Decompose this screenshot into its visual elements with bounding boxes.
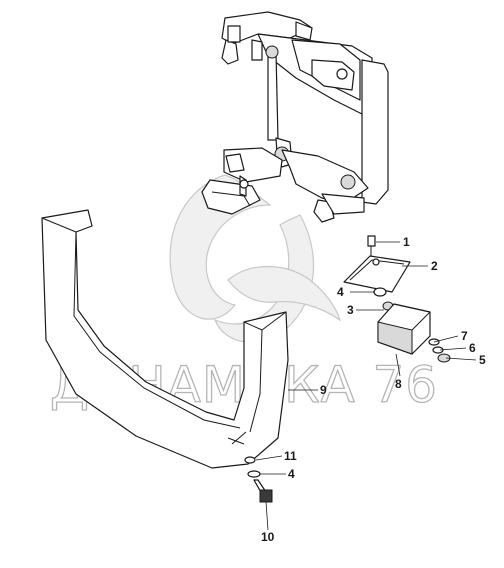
- callout-1: 1: [403, 235, 410, 249]
- callout-9: 9: [320, 383, 327, 397]
- part-rubber-block: [377, 303, 431, 355]
- callout-labels: 1 2 3 4 5 6 7 8 9 10 11 4: [261, 235, 486, 544]
- callout-7: 7: [461, 329, 468, 343]
- callout-4-lower: 4: [288, 467, 295, 481]
- part-bolt-1: [367, 235, 376, 256]
- callout-2: 2: [431, 259, 438, 273]
- callout-4-upper: 4: [337, 285, 344, 299]
- part-plate: [343, 255, 411, 293]
- callout-3: 3: [347, 303, 354, 317]
- callout-11: 11: [284, 449, 297, 463]
- bent-bracket: [41, 209, 289, 469]
- watermark-logo: [169, 174, 342, 343]
- callout-10: 10: [261, 530, 275, 544]
- callout-8: 8: [395, 377, 402, 391]
- callout-5: 5: [479, 353, 486, 367]
- callout-6: 6: [469, 341, 476, 355]
- leader-lines: [255, 241, 477, 531]
- frame-bracket: [201, 11, 389, 223]
